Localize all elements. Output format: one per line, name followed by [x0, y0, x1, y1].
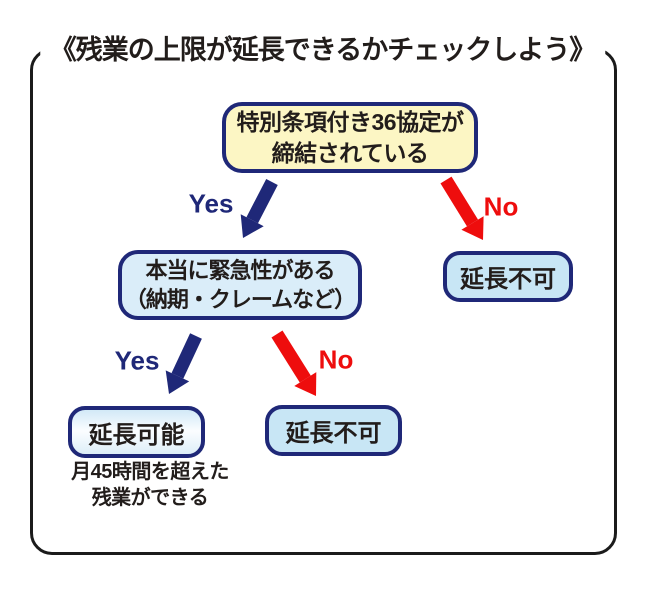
- node-no-extension-top: 延長不可: [443, 251, 573, 302]
- yes-label-2: Yes: [114, 345, 160, 376]
- node-urgency-check: 本当に緊急性がある （納期・クレームなど）: [118, 250, 362, 320]
- no-label-2: No: [318, 344, 354, 375]
- node-urgency-line1: 本当に緊急性がある: [145, 257, 335, 283]
- node-urgency-line2: （納期・クレームなど）: [124, 287, 356, 312]
- node-start-line1: 特別条項付き36協定が: [236, 109, 464, 136]
- node-no-extension-bottom: 延長不可: [265, 405, 402, 456]
- note-line1: 月45時間を超えた: [71, 461, 229, 483]
- page-title: 《残業の上限が延長できるかチェックしよう》: [39, 28, 606, 67]
- node-start-line2: 締結されている: [271, 139, 429, 166]
- node-extension-possible: 延長可能: [68, 406, 205, 458]
- note-over-45-hours: 月45時間を超えた 残業ができる: [55, 460, 245, 511]
- note-line2: 残業ができる: [91, 486, 209, 509]
- node-start-36-agreement: 特別条項付き36協定が 締結されている: [222, 102, 478, 173]
- yes-label-1: Yes: [188, 188, 234, 219]
- no-label-1: No: [483, 191, 519, 222]
